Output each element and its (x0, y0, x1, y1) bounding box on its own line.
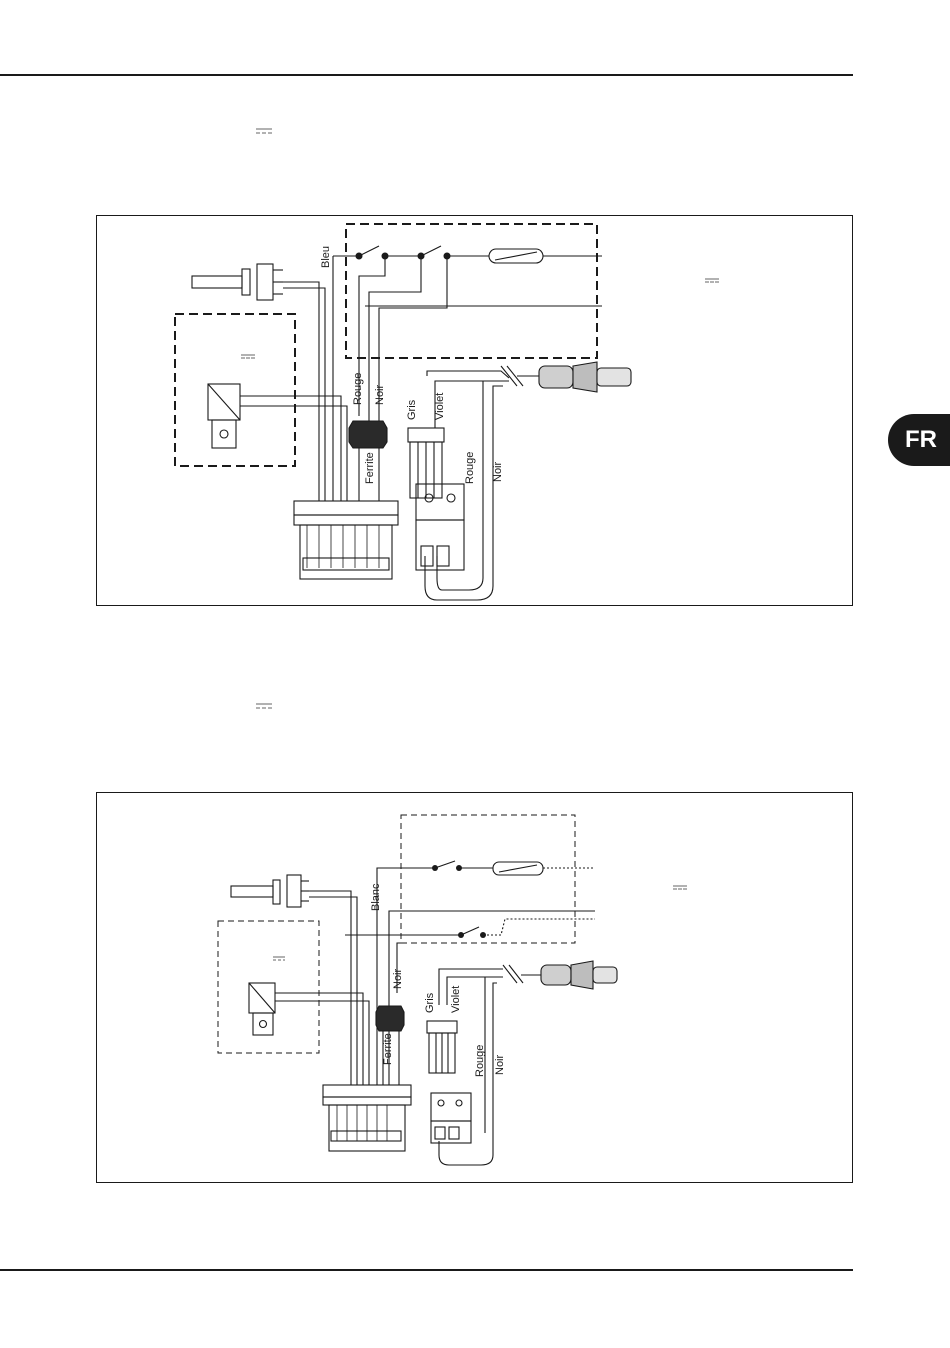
footer-rule (0, 1269, 853, 1271)
wire-label-noir: Noir (494, 1054, 506, 1075)
wire-label-bleu: Bleu (320, 246, 332, 268)
dc-symbol-icon (256, 703, 272, 709)
wire-label-gris: Gris (406, 399, 418, 420)
wire-label-gris: Gris (424, 992, 436, 1013)
wire-label-noir: Noir (374, 384, 386, 405)
language-tab[interactable]: FR (888, 414, 950, 466)
wire-label-rouge: Rouge (464, 452, 476, 484)
wiring-diagram-1: Bleu Rouge Noir Gris Violet Rouge Noir F… (96, 215, 853, 606)
switch-group-box (346, 224, 597, 358)
dc-symbol-icon (256, 128, 272, 134)
probe-body (192, 276, 242, 288)
switch-group-box (401, 815, 575, 943)
wire-label-violet: Violet (434, 393, 446, 420)
wire-label-rouge: Rouge (474, 1045, 486, 1077)
wire-label-blanc: Blanc (370, 883, 382, 911)
sensor-box (175, 314, 295, 466)
wiring-diagram-1-svg: Bleu Rouge Noir Gris Violet Rouge Noir F… (97, 216, 854, 607)
wire-label-rouge: Rouge (352, 373, 364, 405)
wire-label-ferrite: Ferrite (382, 1033, 394, 1065)
wire-label-noir: Noir (392, 968, 404, 989)
wire-label-noir: Noir (492, 461, 504, 482)
header-rule (0, 74, 853, 76)
sensor-box (218, 921, 319, 1053)
wire-label-ferrite: Ferrite (364, 452, 376, 484)
wiring-diagram-2-svg: Blanc Noir Gris Violet Rouge Noir Ferrit… (97, 793, 854, 1184)
wiring-diagram-2: Blanc Noir Gris Violet Rouge Noir Ferrit… (96, 792, 853, 1183)
wire-label-violet: Violet (450, 986, 462, 1013)
